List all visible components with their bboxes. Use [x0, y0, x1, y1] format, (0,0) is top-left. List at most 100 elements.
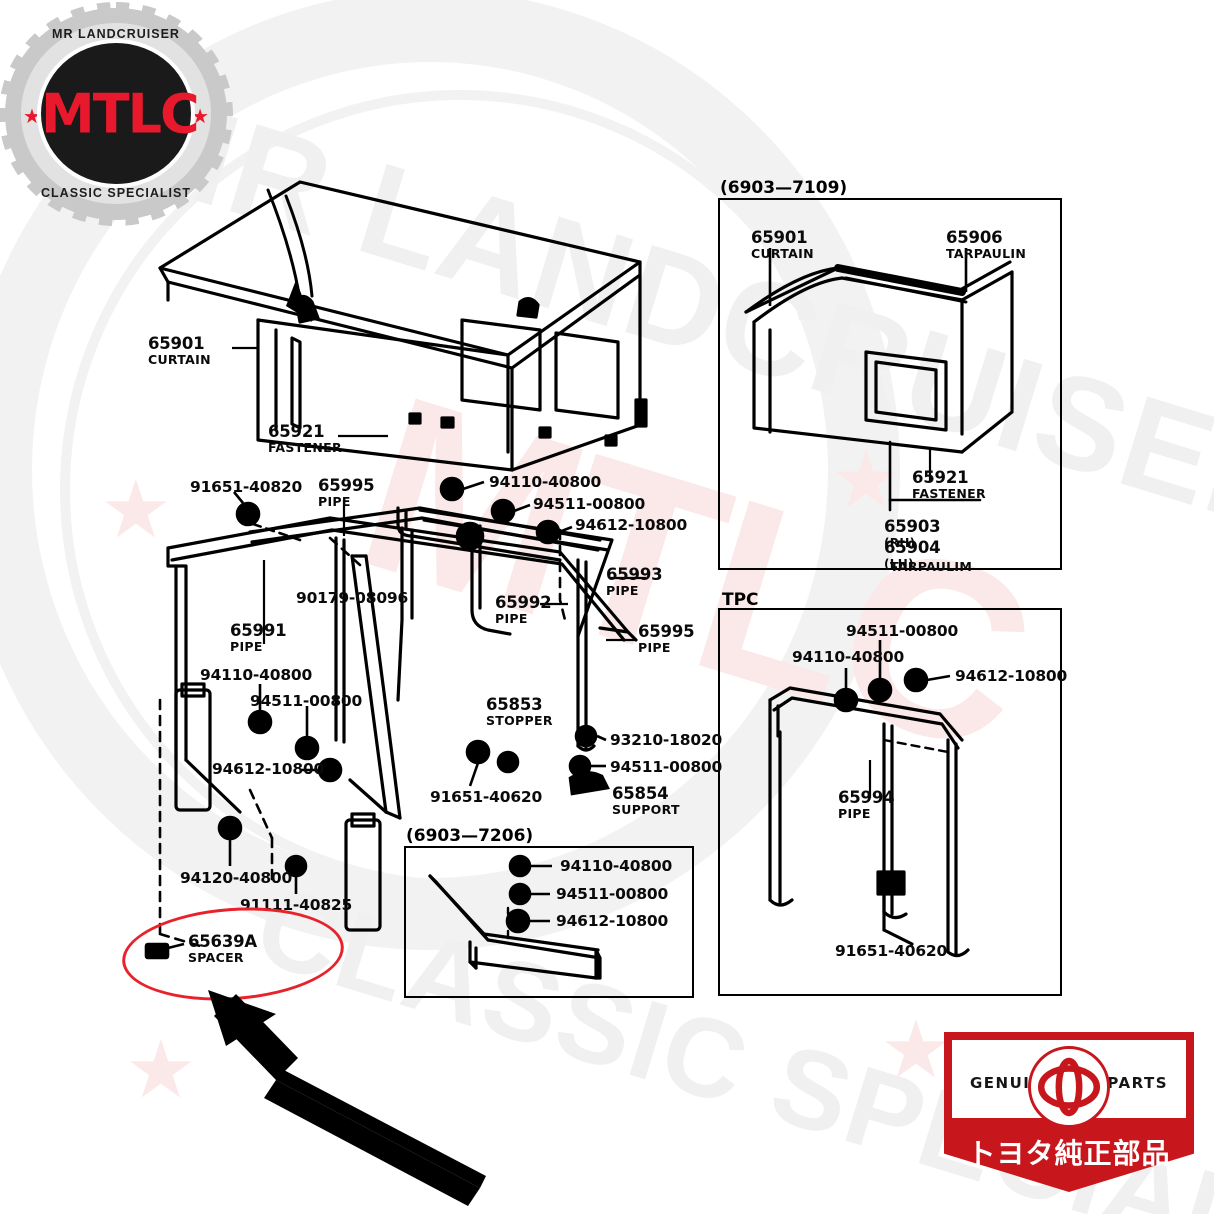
part-name: PIPE [838, 805, 871, 821]
part-label-94511-00800: 94511-00800 [250, 692, 363, 710]
part-number: 65993 [606, 565, 663, 584]
part-number: 91651-40620 [835, 942, 948, 960]
part-number: 94511-00800 [846, 622, 959, 640]
part-number: 65921 [912, 468, 969, 487]
inset-caption-tpc: TPC [722, 590, 759, 610]
part-name: (RH) [884, 535, 916, 550]
part-label-94110-40800: 94110-40800 [489, 473, 602, 491]
part-name: STOPPER [486, 712, 553, 728]
part-label-65904: 65904(LH) [884, 539, 941, 569]
part-number: 65992 [495, 593, 552, 612]
part-label-94511-00800: 94511-00800 [846, 622, 959, 640]
part-name: PIPE [318, 493, 351, 509]
part-label-94110-40800: 94110-40800 [560, 857, 673, 875]
part-number: 94612-10800 [556, 912, 669, 930]
part-label-94110-40800: 94110-40800 [792, 648, 905, 666]
part-name: PIPE [495, 610, 528, 626]
part-number: 65921 [268, 422, 325, 441]
part-number: 94110-40800 [489, 473, 602, 491]
part-label-94612-10800: 94612-10800 [955, 667, 1068, 685]
part-label-91651-40620: 91651-40620 [430, 788, 543, 806]
part-number: 65901 [751, 228, 808, 247]
part-number: 94120-40800 [180, 869, 293, 887]
part-number: 94511-00800 [250, 692, 363, 710]
logo-japanese-label: トヨタ純正部品 [967, 1137, 1171, 1170]
part-name: CURTAIN [148, 351, 211, 367]
part-number: 65901 [148, 334, 205, 353]
part-name: PIPE [606, 582, 639, 598]
part-number: 90179-08096 [296, 589, 409, 607]
part-number: 65991 [230, 621, 287, 640]
inset-box-top-right [718, 198, 1062, 570]
part-label-93210-18020: 93210-18020 [610, 731, 723, 749]
part-name: PIPE [230, 638, 263, 654]
part-label-90179-08096: 90179-08096 [296, 589, 409, 607]
toyota-genuine-parts-logo: GENUINE PARTS トヨタ純正部品 [944, 1032, 1194, 1192]
part-number: 94110-40800 [560, 857, 673, 875]
part-number: 94110-40800 [792, 648, 905, 666]
inset-box-tpc [718, 608, 1062, 996]
part-number: 65995 [638, 622, 695, 641]
part-name: TARPAULIN [946, 245, 1027, 261]
part-label-91651-40620: 91651-40620 [835, 942, 948, 960]
part-number: 91111-40825 [240, 896, 353, 914]
badge-bottom-label: CLASSIC SPECIALIST [41, 186, 191, 200]
part-number: 65854 [612, 784, 669, 803]
part-number: 65906 [946, 228, 1003, 247]
part-name: PIPE [638, 639, 671, 655]
part-label-94511-00800: 94511-00800 [556, 885, 669, 903]
brand-badge: ★ ★ MR LANDCRUISER CLASSIC SPECIALIST MT… [0, 2, 233, 226]
part-number: 65995 [318, 476, 375, 495]
part-number: 91651-40620 [430, 788, 543, 806]
toyota-emblem-icon [1028, 1046, 1110, 1128]
part-number: 93210-18020 [610, 731, 723, 749]
part-label-94511-00800: 94511-00800 [533, 495, 646, 513]
part-number: 94612-10800 [575, 516, 688, 534]
part-label-94612-10800: 94612-10800 [575, 516, 688, 534]
part-number: 94612-10800 [955, 667, 1068, 685]
part-label-94511-00800: 94511-00800 [610, 758, 723, 776]
part-number: 65639A [188, 932, 257, 951]
part-label-65903: 65903(RH) [884, 517, 941, 550]
part-number: 94511-00800 [533, 495, 646, 513]
badge-inner-disc: MTLC [37, 39, 200, 188]
part-label-94612-10800: 94612-10800 [212, 761, 324, 778]
part-number: 65903 [884, 517, 941, 536]
part-label-94612-10800: 94612-10800 [556, 912, 669, 930]
part-name: SPACER [188, 949, 244, 965]
badge-star-icon: ★ [191, 106, 209, 128]
inset-box-bottom [404, 846, 694, 998]
part-name: FASTENER [268, 439, 342, 455]
part-number: 94511-00800 [610, 758, 723, 776]
part-label-94120-40800: 94120-40800 [180, 869, 293, 887]
part-number: 94110-40800 [200, 666, 313, 684]
part-label-91651-40820: 91651-40820 [190, 478, 303, 496]
part-number: 91651-40820 [190, 478, 303, 496]
badge-star-icon: ★ [23, 106, 41, 128]
part-label-tarpaulim: TARPAULIM [890, 560, 972, 574]
part-number: 65994 [838, 788, 895, 807]
callout-arrow-icon [208, 990, 486, 1206]
inset-caption-top-right: (6903—7109) [720, 178, 848, 198]
badge-monogram: MTLC [41, 82, 200, 145]
logo-parts-label: PARTS [1107, 1074, 1168, 1092]
part-name: SUPPORT [612, 801, 680, 817]
part-number: 94511-00800 [556, 885, 669, 903]
